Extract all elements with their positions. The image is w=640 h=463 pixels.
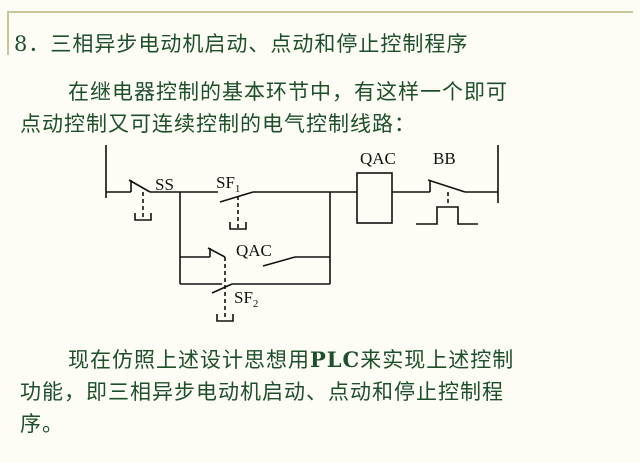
outro-text: 现在仿照上述设计思想用 (68, 348, 310, 372)
sf1-contact (219, 191, 357, 230)
outro-line-1: 现在仿照上述设计思想用PLC来实现上述控制 (20, 344, 514, 376)
left-border (7, 11, 9, 55)
top-border (7, 11, 633, 13)
ss-contact (106, 179, 180, 221)
intro-line-1: 在继电器控制的基本环节中，有这样一个即可 (68, 80, 508, 104)
bb-label: BB (433, 149, 456, 168)
outro-paragraph: 现在仿照上述设计思想用PLC来实现上述控制 功能，即三相异步电动机启动、点动和停… (20, 344, 514, 440)
sf1-label: SF1 (216, 173, 240, 195)
qac-coil-label: QAC (360, 149, 396, 168)
pulse-icon (416, 206, 478, 225)
outro-line-2: 功能，即三相异步电动机启动、点动和停止控制程 (20, 380, 504, 404)
qac-contact (180, 247, 330, 267)
outro-line-3: 序。 (20, 412, 64, 436)
intro-paragraph: 在继电器控制的基本环节中，有这样一个即可 点动控制又可连续控制的电气控制线路： (20, 76, 508, 140)
qac-coil (356, 172, 393, 224)
outro-text: 来实现上述控制 (360, 348, 515, 372)
slide-title: 8．三相异步电动机启动、点动和停止控制程序 (14, 32, 469, 56)
ss-label: SS (155, 175, 174, 194)
plc-term: PLC (310, 347, 361, 372)
bb-contact (392, 179, 498, 225)
qac-contact-label: QAC (236, 241, 272, 260)
intro-line-2: 点动控制又可连续控制的电气控制线路： (20, 112, 416, 136)
sf2-contact (180, 257, 330, 322)
sf2-label: SF2 (234, 288, 258, 310)
